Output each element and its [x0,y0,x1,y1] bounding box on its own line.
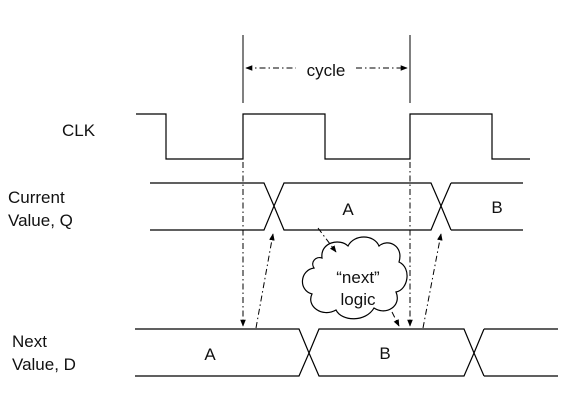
d-bus-segment-a [135,328,310,377]
d-value-b: B [379,344,390,363]
q-value-a: A [342,200,354,219]
d-to-q-arrow-2 [422,233,443,329]
clk-label: CLK [62,121,96,140]
next-logic-cloud [301,236,408,320]
d-value-a: A [204,345,216,364]
current-value-label-line1: Current [8,188,65,207]
d-bus-segment-next [473,328,558,377]
current-value-label-line2: Value, Q [8,211,73,230]
q-bus-segment-b [440,182,523,231]
next-value-label-line2: Value, D [12,355,76,374]
clk-waveform [136,113,530,160]
q-value-b: B [491,198,502,217]
d-bus-segment-b [308,328,475,377]
cloud-label-line1: “next” [336,268,380,287]
cycle-label: cycle [307,61,346,80]
q-bus-segment-previous [150,182,275,231]
d-to-q-arrow-1 [255,233,275,329]
logic-to-d-arrow [391,311,400,327]
next-value-label-line1: Next [12,332,47,351]
cloud-label-line2: logic [341,290,376,309]
q-bus-segment-a [273,182,442,231]
q-to-logic-arrow [317,227,337,253]
